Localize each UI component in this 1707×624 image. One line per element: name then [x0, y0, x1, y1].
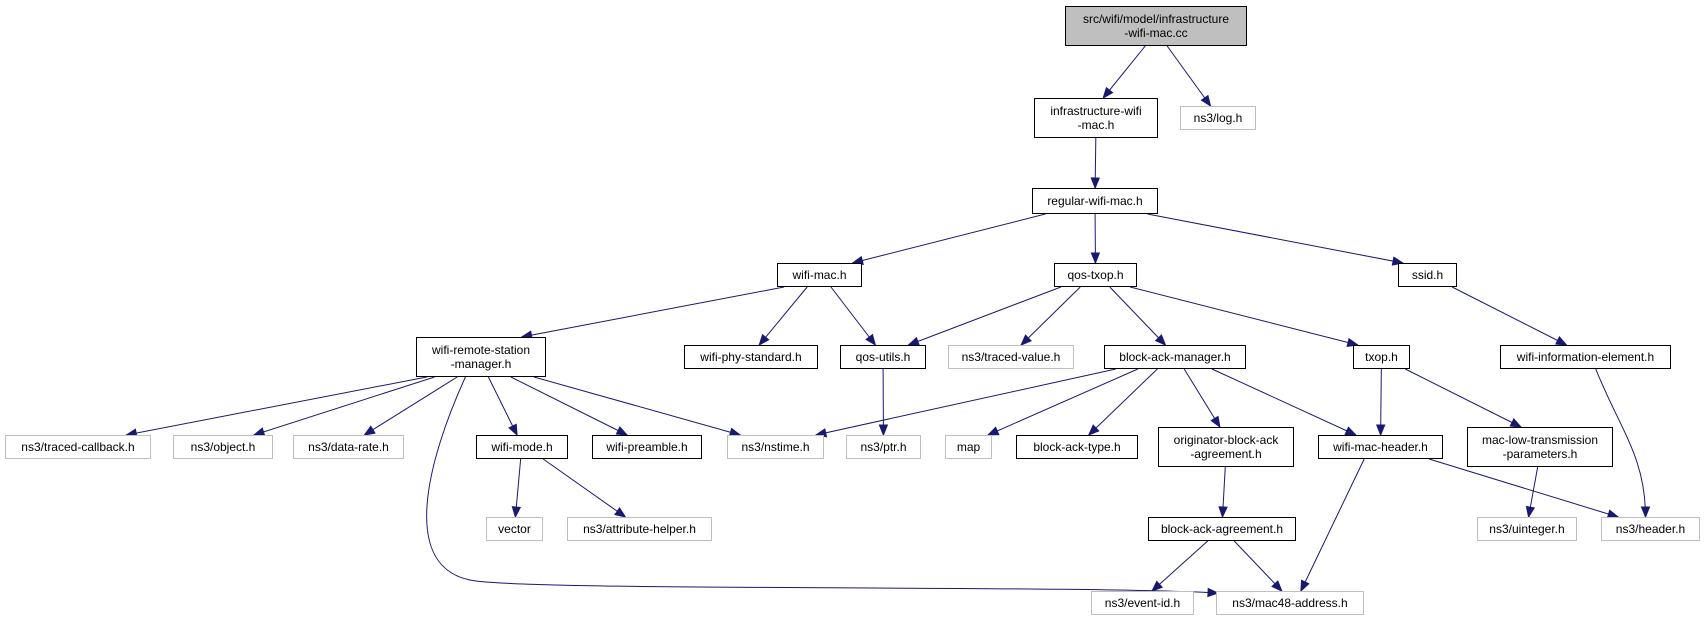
node-qosutils_h[interactable]: qos-utils.h — [840, 345, 926, 369]
edge-oba_h-to-baa_h — [1218, 466, 1228, 519]
node-qostxop_h[interactable]: qos-txop.h — [1054, 263, 1137, 287]
node-batype_h[interactable]: block-ack-type.h — [1016, 435, 1138, 459]
node-datarate_h[interactable]: ns3/data-rate.h — [293, 435, 404, 459]
edge-root-to-infra_h — [1102, 45, 1146, 100]
edge-baa_h-to-eventid_h — [1151, 540, 1209, 592]
node-nstime_h[interactable]: ns3/nstime.h — [727, 435, 824, 459]
node-txop_h[interactable]: txop.h — [1353, 345, 1410, 369]
node-tracedcb_h[interactable]: ns3/traced-callback.h — [5, 435, 151, 459]
edge-txop_h-to-macheader_h — [1375, 368, 1386, 437]
node-tracedvalue_h[interactable]: ns3/traced-value.h — [948, 345, 1074, 369]
node-phystd_h[interactable]: wifi-phy-standard.h — [684, 345, 818, 369]
edge-wrsm_h-to-object_h — [252, 376, 435, 437]
node-eventid_h[interactable]: ns3/event-id.h — [1091, 591, 1194, 615]
edge-qostxop_h-to-tracedvalue_h — [1020, 286, 1081, 346]
edge-wifimode_h-to-attrhelper_h — [542, 458, 627, 518]
edge-macheader_h-to-header_h — [1428, 458, 1620, 519]
edge-bam_h-to-map — [986, 368, 1139, 436]
edge-mltp_h-to-uinteger_h — [1525, 466, 1539, 519]
edge-wifimac_h-to-qosutils_h — [830, 286, 877, 347]
node-attrhelper_h[interactable]: ns3/attribute-helper.h — [567, 517, 712, 541]
node-regular_h[interactable]: regular-wifi-mac.h — [1032, 188, 1158, 214]
edge-txop_h-to-mltp_h — [1405, 368, 1523, 428]
node-infra_h[interactable]: infrastructure-wifi-mac.h — [1034, 98, 1158, 138]
edge-bam_h-to-batype_h — [1087, 368, 1158, 436]
edge-wrsm_h-to-mac48_h — [426, 376, 1220, 598]
edge-wifimode_h-to-vector — [511, 458, 522, 519]
node-log_h[interactable]: ns3/log.h — [1180, 106, 1256, 130]
edge-regular_h-to-ssid_h — [1147, 213, 1405, 266]
edge-qostxop_h-to-qosutils_h — [907, 286, 1062, 346]
node-preamble_h[interactable]: wifi-preamble.h — [592, 435, 702, 459]
edge-wie_h-to-header_h — [1595, 368, 1651, 519]
edge-wrsm_h-to-preamble_h — [510, 376, 629, 436]
edge-root-to-log_h — [1166, 45, 1212, 108]
edge-bam_h-to-macheader_h — [1211, 368, 1358, 436]
node-uinteger_h[interactable]: ns3/uinteger.h — [1477, 517, 1577, 541]
node-vector[interactable]: vector — [486, 517, 543, 541]
edge-wifimac_h-to-phystd_h — [758, 286, 808, 347]
edge-qosutils_h-to-ptr_h — [878, 368, 889, 437]
edge-regular_h-to-wifimac_h — [851, 213, 1046, 266]
edge-infra_h-to-regular_h — [1090, 137, 1101, 190]
node-wrsm_h[interactable]: wifi-remote-station-manager.h — [416, 337, 546, 377]
node-bam_h[interactable]: block-ack-manager.h — [1104, 345, 1246, 369]
node-ptr_h[interactable]: ns3/ptr.h — [846, 435, 921, 459]
edge-bam_h-to-nstime_h — [814, 368, 1116, 438]
edge-ssid_h-to-wie_h — [1451, 286, 1568, 346]
edge-wrsm_h-to-wifimode_h — [487, 376, 518, 437]
node-header_h[interactable]: ns3/header.h — [1601, 517, 1700, 541]
node-object_h[interactable]: ns3/object.h — [173, 435, 273, 459]
edge-regular_h-to-qostxop_h — [1090, 213, 1101, 265]
node-ssid_h[interactable]: ssid.h — [1398, 263, 1457, 287]
edge-baa_h-to-mac48_h — [1233, 540, 1283, 592]
node-wie_h[interactable]: wifi-information-element.h — [1500, 345, 1671, 369]
node-root[interactable]: src/wifi/model/infrastructure-wifi-mac.c… — [1065, 6, 1247, 46]
edge-wrsm_h-to-nstime_h — [533, 376, 742, 437]
edge-bam_h-to-oba_h — [1183, 368, 1221, 429]
node-map[interactable]: map — [945, 435, 992, 459]
node-mac48_h[interactable]: ns3/mac48-address.h — [1216, 591, 1364, 615]
edge-wrsm_h-to-datarate_h — [363, 376, 458, 436]
edge-qostxop_h-to-txop_h — [1129, 286, 1360, 347]
edge-wifimac_h-to-wrsm_h — [520, 286, 785, 340]
node-oba_h[interactable]: originator-block-ack-agreement.h — [1158, 427, 1294, 467]
node-macheader_h[interactable]: wifi-mac-header.h — [1318, 435, 1443, 459]
edge-macheader_h-to-mac48_h — [1300, 458, 1365, 593]
node-wifimode_h[interactable]: wifi-mode.h — [476, 435, 568, 459]
node-baa_h[interactable]: block-ack-agreement.h — [1148, 517, 1296, 541]
node-wifimac_h[interactable]: wifi-mac.h — [777, 263, 862, 287]
edge-qostxop_h-to-bam_h — [1109, 286, 1167, 346]
node-mltp_h[interactable]: mac-low-transmission-parameters.h — [1467, 427, 1613, 467]
